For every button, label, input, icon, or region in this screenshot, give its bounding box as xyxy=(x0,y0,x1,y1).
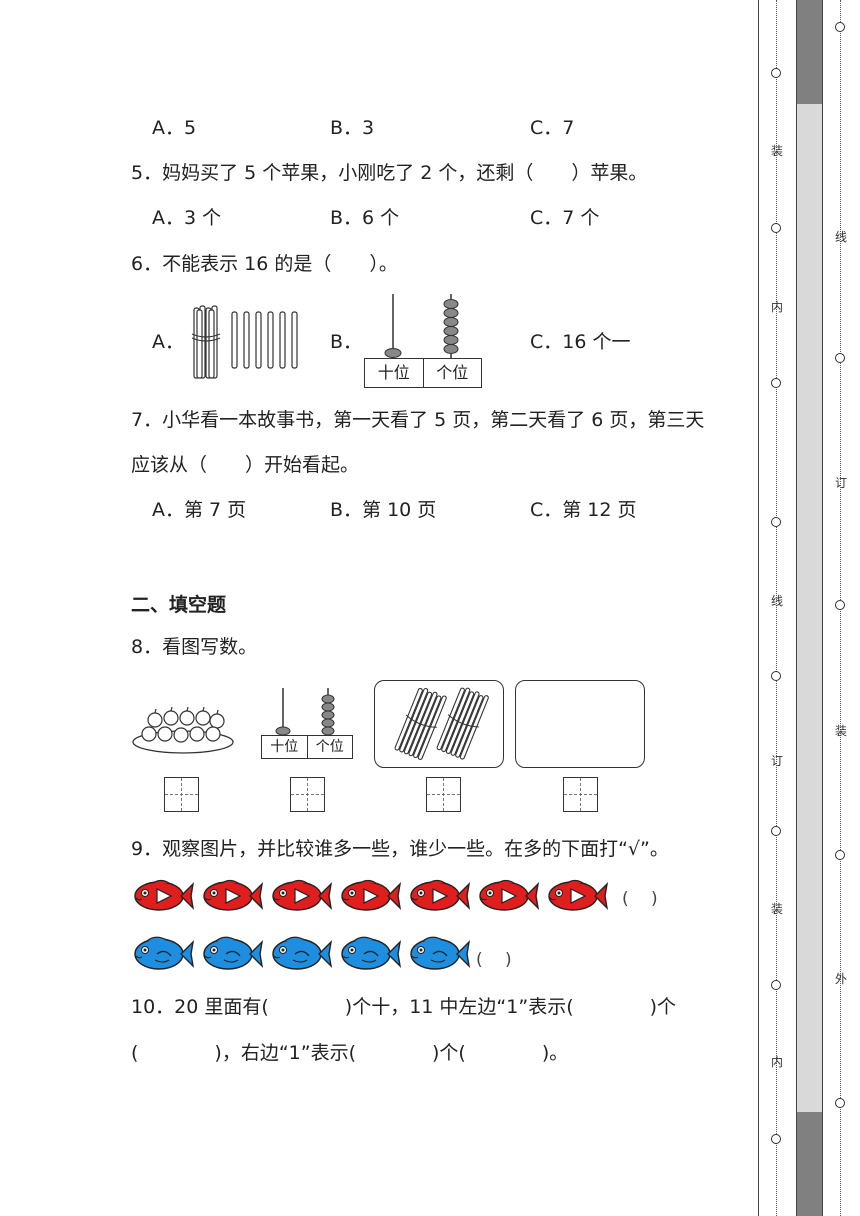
stick-bundles-box xyxy=(374,680,504,768)
q6-option-b: B． xyxy=(330,331,363,353)
binding-char: 装 xyxy=(770,144,783,158)
answer-box-4[interactable] xyxy=(563,777,598,812)
q4-option-b: B．3 xyxy=(330,117,375,139)
binding-char: 外 xyxy=(834,972,847,986)
abacus-picture-q6: 十位 个位 xyxy=(364,292,482,388)
apples-plate-picture xyxy=(132,706,234,754)
binding-char: 订 xyxy=(834,476,847,490)
blue-fish-answer[interactable]: ( ) xyxy=(476,950,512,970)
abacus-tens-label: 十位 xyxy=(365,359,424,387)
q9-text: 9．观察图片，并比较谁多一些，谁少一些。在多的下面打“√”。 xyxy=(131,838,669,860)
sticks-bundle-picture xyxy=(191,305,298,379)
blue-fish-row xyxy=(134,936,470,970)
empty-picture-box xyxy=(515,680,645,768)
q7-option-c: C．第 12 页 xyxy=(530,499,637,521)
binding-border xyxy=(758,0,759,1216)
binding-char: 订 xyxy=(770,754,783,768)
binding-char: 内 xyxy=(770,300,783,314)
q10-text-line2: ( )，右边“1”表示( )个( )。 xyxy=(131,1042,569,1064)
gray-strip-bottom xyxy=(796,1112,822,1216)
binding-line-right xyxy=(822,0,823,1216)
abacus-picture-q8: 十位 个位 xyxy=(261,686,353,759)
binding-char: 线 xyxy=(834,230,847,244)
q7-text-line1: 7．小华看一本故事书，第一天看了 5 页，第二天看了 6 页，第三天 xyxy=(131,409,705,431)
binding-char: 装 xyxy=(834,724,847,738)
q6-text: 6．不能表示 16 的是（ ）。 xyxy=(131,253,398,275)
answer-box-3[interactable] xyxy=(426,777,461,812)
abacus-ones-label: 个位 xyxy=(315,739,344,755)
binding-char: 线 xyxy=(770,594,783,608)
red-fish-answer[interactable]: ( ) xyxy=(622,889,658,909)
q6-option-a: A． xyxy=(152,331,184,353)
q10-text-line1: 10．20 里面有( )个十，11 中左边“1”表示( )个 xyxy=(131,996,677,1018)
q5-text: 5．妈妈买了 5 个苹果，小刚吃了 2 个，还剩（ ）苹果。 xyxy=(131,162,648,184)
abacus-ones-label: 个位 xyxy=(436,363,469,382)
abacus-tens-label: 十位 xyxy=(262,736,308,758)
binding-dotted-line xyxy=(776,0,777,1216)
q8-text: 8．看图写数。 xyxy=(131,636,258,658)
answer-box-2[interactable] xyxy=(290,777,325,812)
q5-option-c: C．7 个 xyxy=(530,207,600,229)
q4-option-a: A．5 xyxy=(152,117,197,139)
binding-circles-outer xyxy=(835,22,845,1108)
q7-option-a: A．第 7 页 xyxy=(152,499,247,521)
q5-option-a: A．3 个 xyxy=(152,207,222,229)
section-title: 二、填空题 xyxy=(131,594,227,616)
binding-char: 装 xyxy=(770,902,783,916)
binding-line-left xyxy=(796,0,797,1216)
red-fish-row xyxy=(134,879,608,911)
binding-char: 内 xyxy=(770,1055,783,1069)
answer-box-1[interactable] xyxy=(164,777,199,812)
stick-bundles-picture xyxy=(394,687,489,760)
q6-option-c: C．16 个一 xyxy=(530,331,631,353)
q7-option-b: B．第 10 页 xyxy=(330,499,437,521)
binding-circles-inner xyxy=(771,68,781,1144)
q5-option-b: B．6 个 xyxy=(330,207,400,229)
q7-text-line2: 应该从（ ）开始看起。 xyxy=(131,454,360,476)
gray-strip-middle xyxy=(796,104,822,1112)
gray-strip-top xyxy=(796,0,822,104)
q4-option-c: C．7 xyxy=(530,117,575,139)
